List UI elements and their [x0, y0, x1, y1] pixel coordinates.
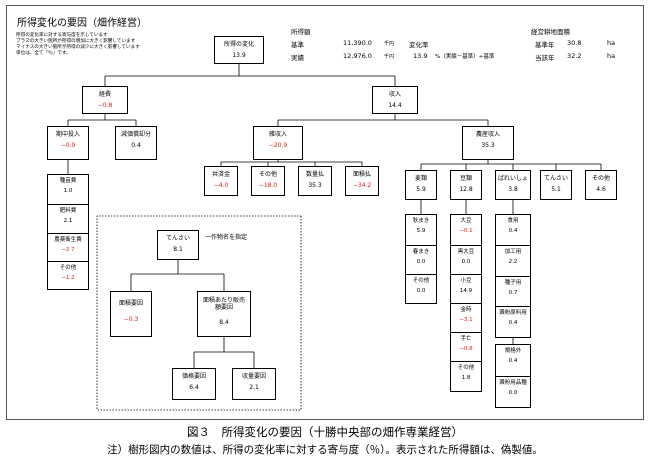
dashed-frame: [96, 215, 302, 411]
node-mutual-aid: 共済金−4.0: [204, 166, 238, 196]
farmland-current-label: 当該年: [535, 54, 555, 62]
node-expenses: 経費−0.8: [82, 86, 128, 114]
node-interim-input: 期中投入−0.9: [47, 126, 89, 160]
farmland-current-unit: ha: [607, 52, 616, 60]
list-item: 大豆−0.1: [459, 218, 473, 234]
note-line: プラスの大きい箇所が所得の増加に大きく影響しています: [16, 39, 136, 44]
income-base-label: 基準: [291, 41, 304, 49]
farmland-current-value: 32.2: [567, 52, 582, 60]
list-item: 金時−3.1: [451, 303, 481, 332]
note-line: 所得の変化率に対する寄与度を示しています: [16, 33, 108, 38]
connector-lines: [67, 64, 602, 411]
income-actual-label: 実績: [291, 54, 304, 62]
income-actual-value: 12,976.0: [343, 52, 372, 60]
change-rate-value: 13.9: [413, 52, 428, 60]
note-line: 単位は、全て「％」です。: [16, 51, 71, 56]
farmland-base-label: 基準年: [535, 41, 555, 49]
income-base-value: 11,390.0: [343, 39, 372, 47]
change-rate-unit: %（実績－基準）÷基準: [435, 54, 495, 60]
income-actual-unit: 千円: [384, 54, 395, 60]
figure-caption: 図３ 所得変化の要因（十勝中央部の畑作専業経営）: [187, 425, 463, 439]
change-rate-label: 変化率: [409, 41, 429, 49]
farmland-heading: 経営耕地面積: [531, 28, 570, 36]
node-area-payment: 面積払−34.2: [345, 166, 379, 196]
list-item: 手亡−0.8: [451, 332, 481, 361]
tree-figure: 所得変化の要因（畑作経営） 所得の変化率に対する寄与度を示しています プラスの大…: [6, 5, 644, 420]
list-item: 農薬衛生費−2.7: [48, 233, 88, 261]
node-misc-other: その他−18.0: [251, 166, 285, 196]
income-base-unit: 千円: [384, 41, 395, 47]
list-item: その他−1.2: [48, 261, 88, 289]
farmland-base-unit: ha: [607, 39, 616, 47]
node-area-factor: 面積要因−0.3: [110, 291, 152, 337]
figure-note: 注）樹形図内の数値は、所得の変化率に対する寄与度（％）。表示された所得額は、偽製…: [107, 444, 543, 456]
crop-designation-note: 一作物名を指定: [205, 234, 248, 241]
node-misc-revenue: 雑収入−20.9: [253, 126, 303, 160]
farmland-base-value: 30.8: [567, 39, 582, 47]
note-line: マイナスの大きい箇所が所得の減少に大きく影響しています: [16, 45, 140, 50]
income-heading: 所得額: [291, 28, 311, 36]
figure-title: 所得変化の要因（畑作経営）: [17, 18, 147, 29]
